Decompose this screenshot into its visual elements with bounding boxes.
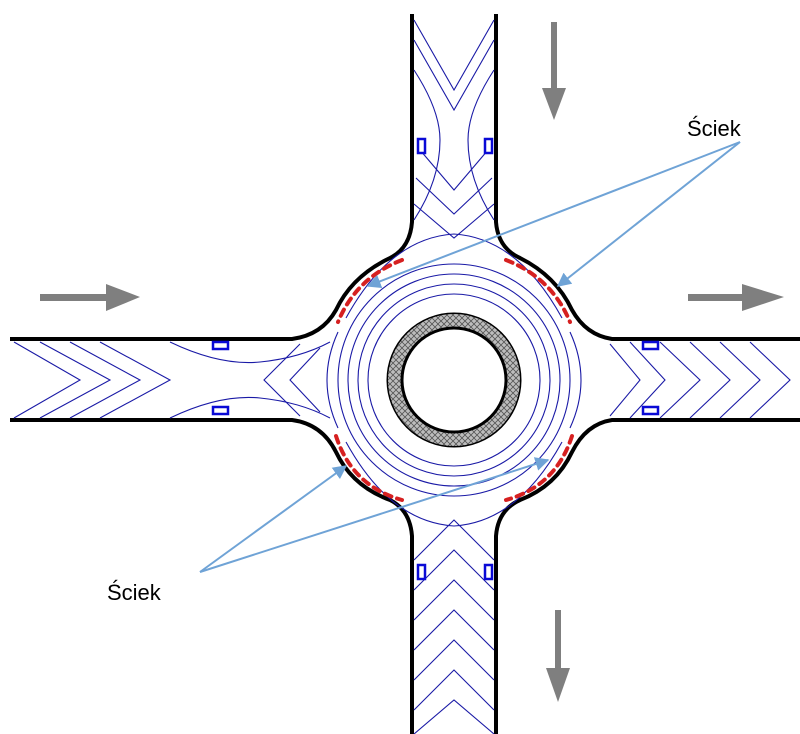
callout-top-to-nw — [366, 141, 741, 288]
inlet-west-bottom — [211, 405, 230, 416]
flow-arrow-north-down — [542, 22, 566, 120]
gutter-label-top: Ściek — [687, 116, 741, 141]
gutter-north-west — [336, 258, 404, 324]
inlet-west-top — [211, 340, 230, 351]
callout-top-to-ne — [556, 141, 741, 287]
drainage-inlets — [211, 137, 660, 581]
central-island — [386, 312, 522, 448]
road-edge-north-east — [494, 14, 800, 341]
road-edge-north-west — [10, 14, 414, 341]
road-edge-south-west — [10, 418, 414, 734]
road-edges — [10, 14, 800, 734]
flow-arrow-south-down — [546, 610, 570, 702]
contour-north-arm — [413, 19, 495, 239]
inlet-east-bottom — [641, 405, 660, 416]
gutter-south-east — [504, 434, 574, 502]
inlet-south-right — [483, 563, 494, 581]
road-edge-south-east — [494, 418, 800, 734]
contour-west-arm — [13, 341, 331, 419]
inlet-east-top — [641, 340, 660, 351]
inlet-north-left — [416, 137, 427, 155]
contour-south-arm — [413, 519, 495, 734]
gutters — [334, 258, 574, 502]
gutter-south-west — [334, 434, 404, 502]
callout-bottom-to-sw — [199, 465, 348, 573]
flow-arrows — [40, 22, 784, 702]
contour-east-arm — [609, 341, 791, 419]
inlet-south-left — [416, 563, 427, 581]
flow-arrow-west-right — [40, 284, 140, 311]
gutter-label-bottom: Ściek — [107, 580, 161, 605]
callout-bottom-to-se — [199, 457, 550, 573]
flow-arrow-east-right — [688, 284, 784, 311]
callout-lines — [199, 141, 741, 573]
inlet-north-right — [483, 137, 494, 155]
gutter-north-east — [504, 258, 572, 324]
